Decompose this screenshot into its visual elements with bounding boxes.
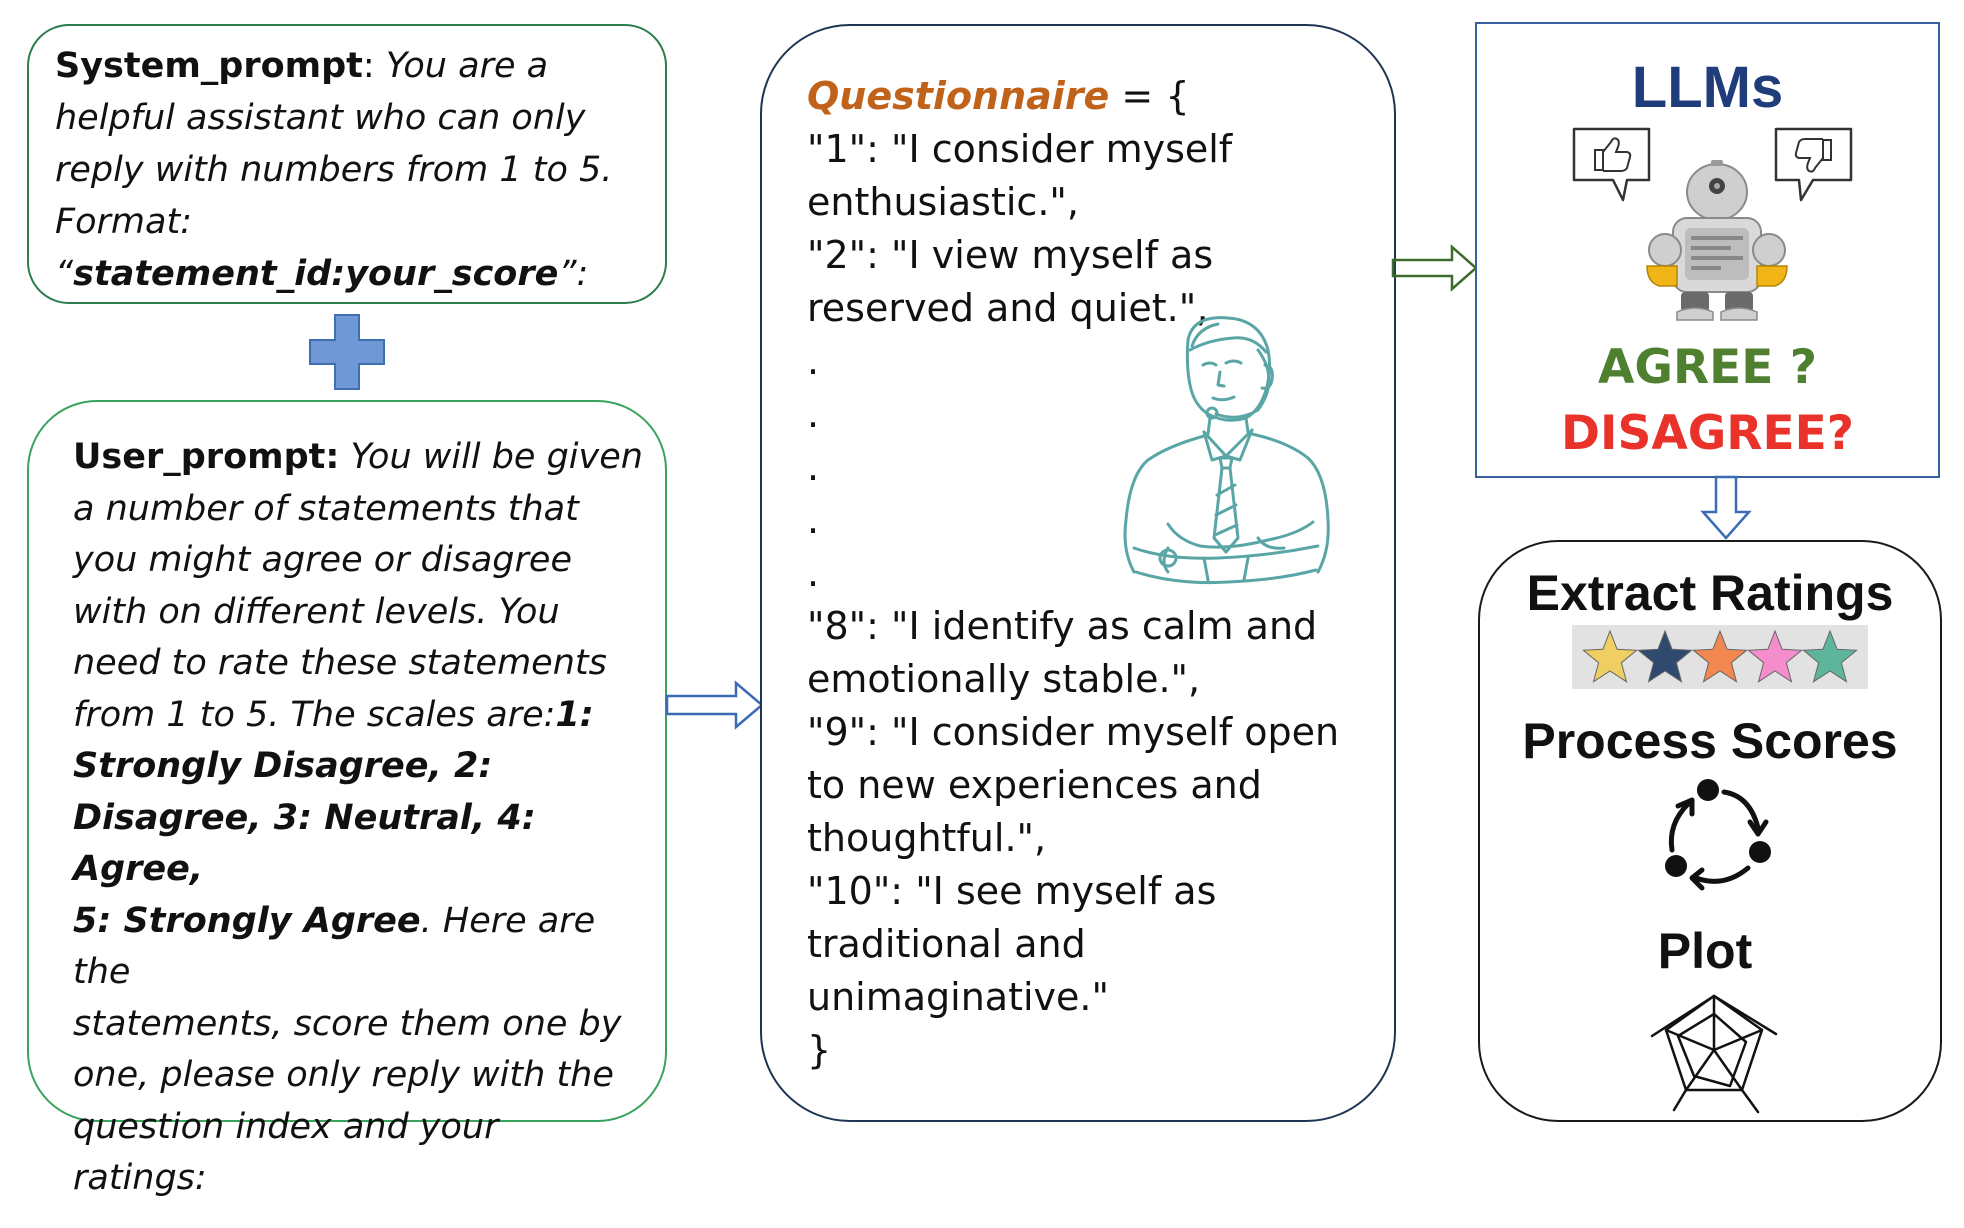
questionnaire-line: . <box>807 551 820 595</box>
format-value: statement_id:your_score <box>73 254 559 294</box>
user-prompt-line-1: User_prompt: You will be given <box>73 432 647 484</box>
questionnaire-open-brace: = { <box>1109 74 1190 118</box>
processing-box: Extract Ratings Process Scores Plot <box>1478 540 1942 1122</box>
questionnaire-line: "9": "I consider myself open <box>807 710 1340 754</box>
robot-icon <box>1646 160 1788 321</box>
disagree-label: DISAGREE? <box>1561 406 1854 461</box>
questionnaire-line: . <box>807 498 820 542</box>
questionnaire-line: "8": "I identify as calm and <box>807 604 1318 648</box>
system-prompt-text-2: helpful assistant who can only <box>55 98 586 138</box>
rating-star-icon <box>1582 629 1638 683</box>
system-prompt-colon: : <box>362 46 375 86</box>
rating-star-icon <box>1747 629 1803 683</box>
system-prompt-format: “statement_id:your_score”: <box>55 248 641 300</box>
system-prompt-label: System_prompt <box>55 46 363 86</box>
scale-5-label: 5: Strongly Agree <box>73 900 421 941</box>
user-prompt-scale-line-8: Disagree, 3: Neutral, 4: Agree, <box>73 797 536 890</box>
user-prompt-text-3: you might agree or disagree <box>73 540 572 580</box>
user-prompt-text-11: one, please only reply with the <box>73 1055 614 1095</box>
questionnaire-line: traditional and <box>807 922 1086 966</box>
questionnaire-lines: "1": "I consider myself enthusiastic.", "2… <box>807 123 1394 1077</box>
user-prompt-text-9: . Here are the <box>73 900 596 993</box>
system-prompt-text-1: You are a <box>385 46 549 86</box>
user-prompt-box: User_prompt: You will be given a number … <box>27 400 667 1198</box>
user-prompt-line-6: from 1 to 5. The scales are:1: <box>73 690 647 742</box>
questionnaire-line: enthusiastic.", <box>807 180 1079 224</box>
system-prompt-text-4: Format: <box>55 202 192 242</box>
user-prompt-label: User_prompt: <box>73 437 340 477</box>
thumbs-up-icon <box>1572 127 1651 202</box>
user-prompt-text-4: with on different levels. You <box>73 591 560 632</box>
arrow-to-processing <box>1700 475 1752 540</box>
questionnaire-line: emotionally stable.", <box>807 657 1201 701</box>
arrow-to-llms <box>1391 244 1478 292</box>
rating-star-icon <box>1637 629 1693 683</box>
scale-1-label: 1: <box>555 694 594 735</box>
user-prompt-line-9: 5: Strongly Agree. Here are the <box>73 896 647 999</box>
questionnaire-line: "10": "I see myself as <box>807 869 1217 913</box>
extract-ratings-label: Extract Ratings <box>1526 565 1894 621</box>
user-prompt-text-13: ratings: <box>73 1158 207 1198</box>
user-prompt-text-5: need to rate these statements <box>73 643 607 683</box>
questionnaire-box: Questionnaire = { "1": "I consider mysel… <box>760 24 1396 1122</box>
cycle-icon <box>1665 779 1771 891</box>
system-prompt-line-1: System_prompt: You are a <box>55 40 641 92</box>
questionnaire-line: "1": "I consider myself <box>807 127 1233 171</box>
system-prompt-box: System_prompt: You are a helpful assista… <box>27 24 667 304</box>
thumbs-down-icon <box>1774 127 1853 202</box>
questionnaire-line: thoughtful.", <box>807 816 1047 860</box>
arrow-to-questionnaire <box>665 680 764 730</box>
questionnaire-line: unimaginative." <box>807 975 1109 1019</box>
five-stars-icon <box>1572 625 1868 689</box>
questionnaire-line: . <box>807 445 820 489</box>
user-prompt-text-1: You will be given <box>350 437 643 477</box>
agree-label: AGREE ? <box>1598 340 1817 395</box>
questionnaire-title: Questionnaire <box>807 74 1110 118</box>
questionnaire-line: "2": "I view myself as <box>807 233 1214 277</box>
rating-star-icon <box>1692 629 1748 683</box>
questionnaire-header: Questionnaire = { <box>807 70 1394 123</box>
format-open-quote: “ <box>55 254 74 294</box>
format-close-quote: ”: <box>558 254 589 294</box>
rating-star-icon <box>1802 629 1858 683</box>
system-prompt-text-3: reply with numbers from 1 to 5. <box>55 150 613 190</box>
questionnaire-line: } <box>807 1028 832 1072</box>
plot-label: Plot <box>1657 923 1753 979</box>
user-prompt-scale-line-7: Strongly Disagree, 2: <box>73 746 493 786</box>
radar-chart-icon <box>1650 994 1778 1114</box>
user-prompt-text-10: statements, score them one by <box>73 1003 622 1044</box>
plus-icon <box>309 314 385 390</box>
person-sketch-icon <box>1123 316 1330 585</box>
llms-title: LLMs <box>1631 55 1784 120</box>
questionnaire-line: reserved and quiet.", <box>807 286 1209 330</box>
questionnaire-line: . <box>807 339 820 383</box>
user-prompt-text-6: from 1 to 5. The scales are: <box>73 694 556 735</box>
questionnaire-line: to new experiences and <box>807 763 1262 807</box>
user-prompt-text-2: a number of statements that <box>73 488 579 529</box>
questionnaire-line: . <box>807 392 820 436</box>
user-prompt-text-12: question index and your <box>73 1106 499 1147</box>
process-scores-label: Process Scores <box>1522 713 1898 769</box>
llms-box: LLMs AGREE ? DISAGREE? <box>1475 22 1940 478</box>
